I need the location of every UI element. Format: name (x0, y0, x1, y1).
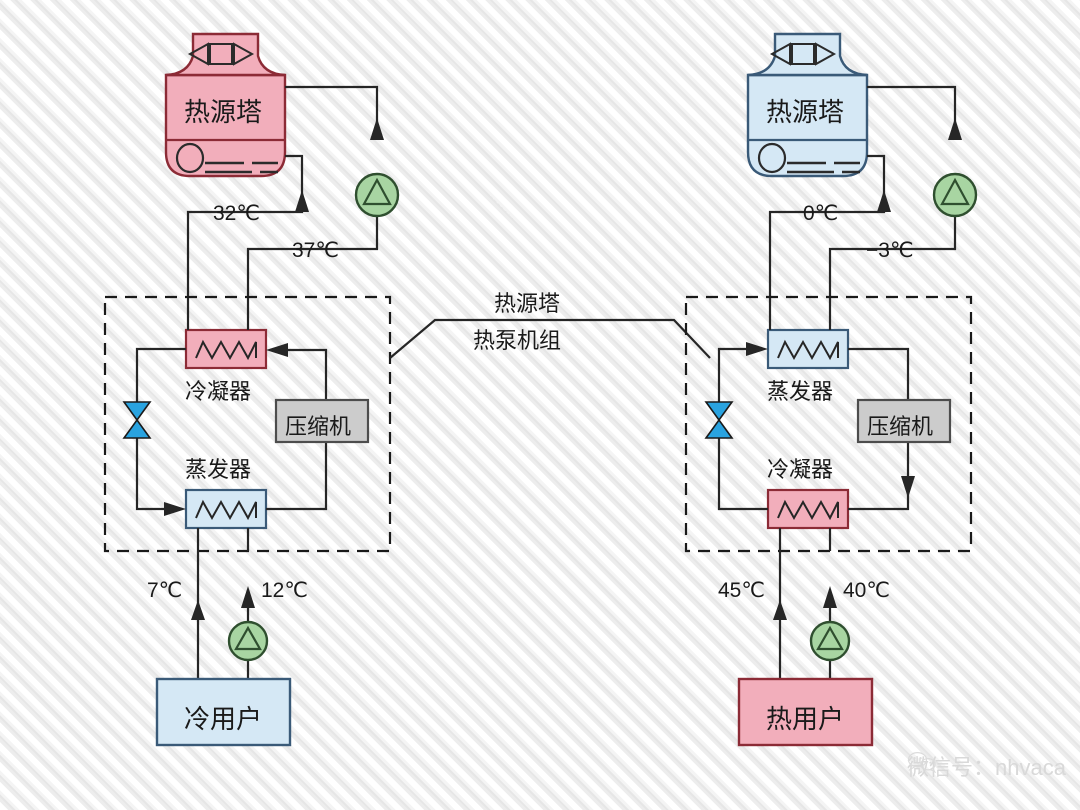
right-expansion-valve-icon (704, 401, 734, 439)
right-tower-return-pipe (828, 85, 962, 298)
left-compressor-label: 压缩机 (285, 414, 352, 439)
left-tower-supply-temp: 32℃ (213, 202, 260, 225)
center-leader-line (389, 318, 711, 359)
left-tower (164, 32, 287, 178)
left-user-box (155, 677, 292, 747)
right-user-label: 热用户 (766, 704, 845, 734)
center-title-line1: 热源塔 (494, 291, 561, 316)
right-unit-boundary (684, 295, 973, 553)
left-user-label: 冷用户 (184, 704, 263, 734)
center-title-line2: 热泵机组 (473, 328, 562, 353)
right-tower-supply-temp: 0℃ (803, 202, 839, 225)
right-lower-heat-exchanger (766, 488, 850, 551)
right-tower-label: 热源塔 (766, 97, 845, 127)
right-compressor-label: 压缩机 (867, 414, 934, 439)
left-expansion-valve-icon (122, 401, 152, 439)
left-lower-heat-exchanger (184, 488, 268, 551)
left-tower-label: 热源塔 (184, 97, 263, 127)
left-user-supply-temp: 7℃ (147, 579, 183, 602)
left-user-return-temp: 12℃ (261, 579, 308, 602)
right-upper-hx-label: 蒸发器 (767, 379, 834, 404)
right-user-return-temp: 40℃ (843, 579, 890, 602)
right-compressor-box (856, 398, 952, 444)
left-user-pipes (191, 551, 269, 712)
left-tower-return-pipe (246, 85, 384, 298)
right-tower-supply-pipe (768, 154, 891, 298)
right-user-box (737, 677, 874, 747)
left-upper-hx-label: 冷凝器 (185, 379, 252, 404)
right-tower-return-temp: −3℃ (866, 239, 914, 262)
left-lower-hx-label: 蒸发器 (185, 457, 252, 482)
right-user-supply-temp: 45℃ (718, 579, 765, 602)
right-upper-heat-exchanger (766, 298, 850, 370)
left-tower-supply-pipe (186, 154, 309, 298)
left-upper-heat-exchanger (184, 298, 268, 370)
left-tower-return-temp: 37℃ (292, 239, 339, 262)
left-compressor-box (274, 398, 370, 444)
left-refrigerant-loop (135, 343, 328, 516)
left-tower-pump-icon (354, 172, 400, 218)
right-lower-hx-label: 冷凝器 (767, 457, 834, 482)
right-tower (746, 32, 869, 178)
right-tower-pump-icon (932, 172, 978, 218)
